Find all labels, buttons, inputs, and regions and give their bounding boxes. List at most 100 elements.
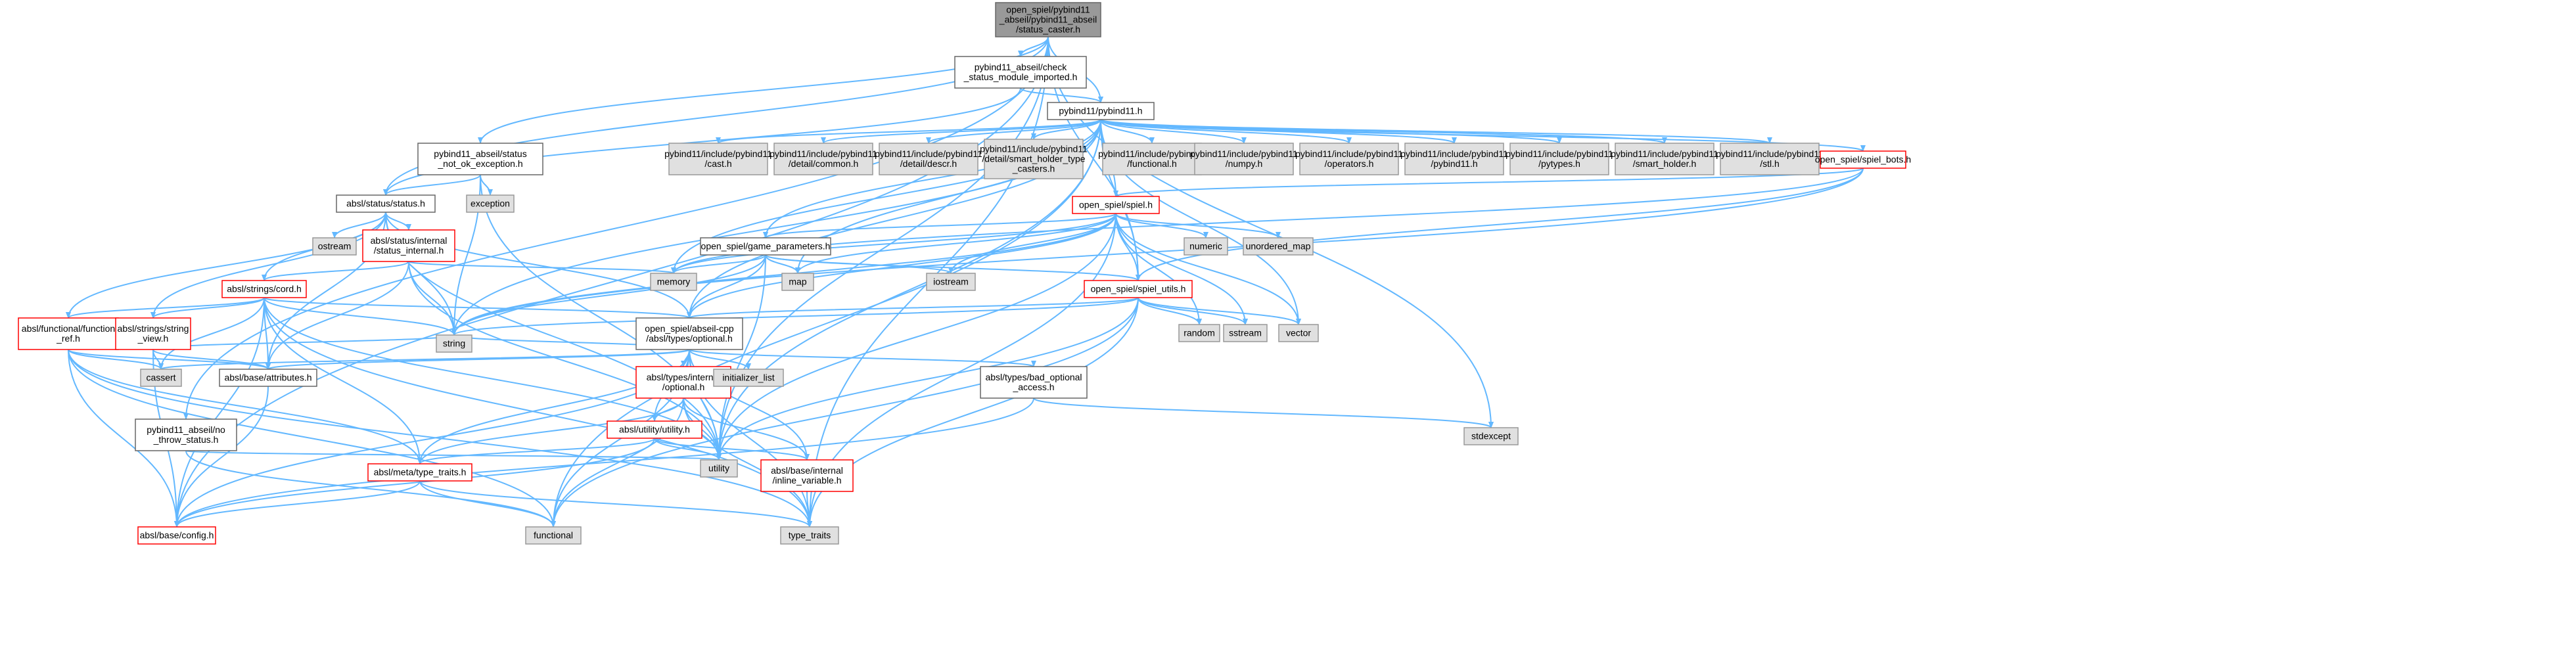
node-box-check_status[interactable]: [954, 56, 1087, 89]
node-inline_variable[interactable]: absl/base/internal/inline_variable.h: [760, 459, 854, 492]
node-cast[interactable]: pybind11/include/pybind11/cast.h: [664, 143, 772, 175]
node-box-smart_holder_h[interactable]: [1615, 143, 1714, 175]
node-sstream[interactable]: sstream: [1223, 324, 1268, 342]
node-stl_h[interactable]: pybind11/include/pybind11/stl.h: [1716, 143, 1824, 175]
node-cord[interactable]: absl/strings/cord.h: [221, 280, 307, 298]
node-memory[interactable]: memory: [650, 273, 697, 291]
node-box-operators_h[interactable]: [1299, 143, 1399, 175]
node-box-type_traits[interactable]: [780, 526, 839, 545]
node-box-numeric[interactable]: [1184, 237, 1228, 256]
node-utility_h[interactable]: absl/utility/utility.h: [607, 420, 702, 439]
node-pybind11[interactable]: pybind11/pybind11.h: [1047, 102, 1155, 120]
node-types_internal_optional[interactable]: absl/types/internal/optional.h: [635, 366, 731, 399]
node-not_ok_exc[interactable]: pybind11_abseil/status_not_ok_exception.…: [417, 143, 543, 175]
node-random[interactable]: random: [1178, 324, 1220, 342]
node-pytypes_h[interactable]: pybind11/include/pybind11/pytypes.h: [1506, 143, 1613, 175]
node-box-ostream[interactable]: [312, 237, 357, 256]
node-box-cassert[interactable]: [140, 369, 182, 387]
node-spiel_h[interactable]: open_spiel/spiel.h: [1072, 196, 1160, 214]
node-map[interactable]: map: [781, 273, 814, 291]
node-box-game_params[interactable]: [700, 237, 831, 256]
node-ostream[interactable]: ostream: [312, 237, 357, 256]
node-box-functional_h[interactable]: [1102, 143, 1202, 175]
node-unordered_map[interactable]: unordered_map: [1243, 237, 1314, 256]
node-box-spiel_utils[interactable]: [1084, 280, 1193, 298]
node-box-sstream[interactable]: [1223, 324, 1268, 342]
node-box-initializer_list[interactable]: [713, 369, 784, 387]
node-no_throw[interactable]: pybind11_abseil/no_throw_status.h: [135, 418, 237, 451]
node-box-config[interactable]: [137, 526, 216, 545]
node-box-random[interactable]: [1178, 324, 1220, 342]
node-smart_holder_h[interactable]: pybind11/include/pybind11/smart_holder.h: [1611, 143, 1718, 175]
node-box-string_view[interactable]: [115, 317, 191, 350]
node-box-not_ok_exc[interactable]: [417, 143, 543, 175]
node-label-attributes-0: absl/base/attributes.h: [224, 373, 311, 383]
node-box-stl_h[interactable]: [1720, 143, 1820, 175]
node-box-detail_descr[interactable]: [879, 143, 978, 175]
node-box-pybind11[interactable]: [1047, 102, 1155, 120]
node-box-type_traits_absl[interactable]: [367, 463, 472, 482]
node-box-status[interactable]: [336, 194, 436, 213]
node-box-cord[interactable]: [221, 280, 307, 298]
node-stdexcept[interactable]: stdexcept: [1463, 427, 1519, 445]
node-status_internal[interactable]: absl/status/internal/status_internal.h: [362, 229, 455, 262]
node-type_traits_absl[interactable]: absl/meta/type_traits.h: [367, 463, 472, 482]
node-box-utility_h[interactable]: [607, 420, 702, 439]
node-box-unordered_map[interactable]: [1243, 237, 1314, 256]
node-box-pytypes_h[interactable]: [1509, 143, 1609, 175]
node-box-vector[interactable]: [1278, 324, 1319, 342]
node-box-no_throw[interactable]: [135, 418, 237, 451]
node-box-bad_optional[interactable]: [980, 366, 1088, 399]
node-functional_h[interactable]: pybind11/include/pybind11/functional.h: [1098, 143, 1206, 175]
node-box-stdexcept[interactable]: [1463, 427, 1519, 445]
node-box-spiel_h[interactable]: [1072, 196, 1160, 214]
node-smart_holder_casters[interactable]: pybind11/include/pybind11/detail/smart_h…: [980, 139, 1088, 179]
node-box-detail_common[interactable]: [773, 143, 873, 175]
node-root[interactable]: open_spiel/pybind11_abseil/pybind11_abse…: [995, 2, 1101, 37]
node-spiel_utils[interactable]: open_spiel/spiel_utils.h: [1084, 280, 1193, 298]
node-box-smart_holder_casters[interactable]: [984, 139, 1084, 179]
edge-attributes-to-config: [174, 386, 269, 528]
node-box-status_internal[interactable]: [362, 229, 455, 262]
node-initializer_list[interactable]: initializer_list: [713, 369, 784, 387]
node-box-map[interactable]: [781, 273, 814, 291]
node-config[interactable]: absl/base/config.h: [137, 526, 216, 545]
node-function_ref[interactable]: absl/functional/function_ref.h: [18, 317, 119, 350]
node-box-optional_h[interactable]: [635, 317, 743, 350]
node-iostream[interactable]: iostream: [926, 273, 976, 291]
node-box-root[interactable]: [995, 2, 1101, 37]
node-status[interactable]: absl/status/status.h: [336, 194, 436, 213]
node-functional[interactable]: functional: [525, 526, 582, 545]
node-box-cast[interactable]: [668, 143, 768, 175]
node-string_view[interactable]: absl/strings/string_view.h: [115, 317, 191, 350]
node-numpy_h[interactable]: pybind11/include/pybind11/numpy.h: [1190, 143, 1298, 175]
node-utility[interactable]: utility: [700, 459, 738, 478]
node-box-memory[interactable]: [650, 273, 697, 291]
node-game_params[interactable]: open_spiel/game_parameters.h: [700, 237, 831, 256]
node-box-string[interactable]: [436, 334, 472, 353]
node-box-spiel_bots[interactable]: [1820, 150, 1906, 169]
node-box-exception[interactable]: [466, 194, 515, 213]
node-box-utility[interactable]: [700, 459, 738, 478]
node-box-numpy_h[interactable]: [1194, 143, 1294, 175]
node-cassert[interactable]: cassert: [140, 369, 182, 387]
node-detail_descr[interactable]: pybind11/include/pybind11/detail/descr.h: [875, 143, 982, 175]
node-attributes[interactable]: absl/base/attributes.h: [219, 369, 317, 387]
node-box-iostream[interactable]: [926, 273, 976, 291]
node-exception[interactable]: exception: [466, 194, 515, 213]
node-box-pybind11_inc[interactable]: [1404, 143, 1504, 175]
node-operators_h[interactable]: pybind11/include/pybind11/operators.h: [1295, 143, 1403, 175]
node-type_traits[interactable]: type_traits: [780, 526, 839, 545]
node-spiel_bots[interactable]: open_spiel/spiel_bots.h: [1815, 150, 1911, 169]
node-string[interactable]: string: [436, 334, 472, 353]
node-numeric[interactable]: numeric: [1184, 237, 1228, 256]
node-vector[interactable]: vector: [1278, 324, 1319, 342]
node-box-functional[interactable]: [525, 526, 582, 545]
node-pybind11_inc[interactable]: pybind11/include/pybind11/pybind11.h: [1400, 143, 1508, 175]
node-detail_common[interactable]: pybind11/include/pybind11/detail/common.…: [770, 143, 877, 175]
node-box-inline_variable[interactable]: [760, 459, 854, 492]
node-box-attributes[interactable]: [219, 369, 317, 387]
node-bad_optional[interactable]: absl/types/bad_optional_access.h: [980, 366, 1088, 399]
node-check_status[interactable]: pybind11_abseil/check_status_module_impo…: [954, 56, 1087, 89]
node-optional_h[interactable]: open_spiel/abseil-cpp/absl/types/optiona…: [635, 317, 743, 350]
